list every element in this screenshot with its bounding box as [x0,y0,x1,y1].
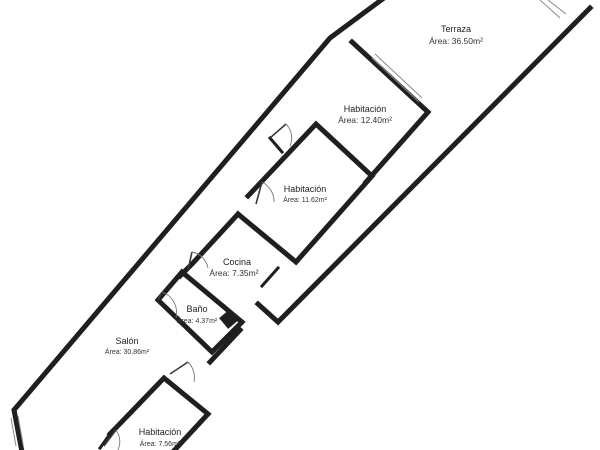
room-area: Área: 12.40m² [338,115,392,125]
room-area: Área: 7.56m² [140,439,181,448]
terraza-window [371,53,423,103]
habitacion-1-door-jamb [267,135,285,155]
room-label-bano: Baño Área: 4.37m² [177,304,218,325]
terraza-inner-wall [348,38,432,186]
room-label-salon: Salón Área: 30.86m² [105,336,150,356]
door-habitacion-2 [255,181,275,205]
doors [103,123,293,450]
room-area: Área: 30.86m² [105,347,150,356]
room-label-cocina: Cocina Área: 7.35m² [209,257,258,278]
room-name: Habitación [139,427,182,437]
bano-fixture [219,309,239,329]
room-label-habitacion-1: Habitación Área: 12.40m² [338,104,392,125]
door-habitacion-1 [269,123,293,147]
room-label-terraza: Terraza Área: 36.50m² [429,24,483,46]
bano-outline-wall [154,268,246,356]
room-name: Cocina [223,257,251,267]
south-east-exterior-wall [254,4,594,326]
exterior-walls [11,0,594,450]
window-terraza-top [539,0,567,19]
room-name: Terraza [441,24,471,34]
windows [10,0,567,447]
door-cocina [187,251,209,271]
habitacion-3-outline-wall [106,374,212,450]
room-area: Área: 7.35m² [209,268,258,278]
habitacion-3-side-wall [97,431,113,450]
habitacion-2-top-wall [234,120,376,266]
cocina-kitchen-divider [259,265,281,289]
room-area: Área: 36.50m² [429,36,483,46]
north-west-exterior-wall [11,0,386,450]
room-label-habitacion-2: Habitación Área: 11.62m² [283,184,328,204]
room-area: Área: 11.62m² [283,195,328,204]
room-name: Habitación [344,104,387,114]
terraza-partition [348,38,432,186]
window-salon-left [10,415,24,447]
bottom-right-wall [206,326,244,366]
door-salon-habitacion-3 [169,361,195,383]
room-area: Área: 4.37m² [177,316,218,325]
room-label-habitacion-3: Habitación Área: 7.56m² [139,427,182,448]
room-name: Habitación [284,184,327,194]
bano-walls [154,268,246,356]
room-name: Baño [186,304,207,314]
habitacion-3-walls [97,374,212,450]
door-bano [157,291,178,319]
room-name: Salón [115,336,138,346]
habitacion-2-walls [234,120,376,266]
door-habitacion-3 [103,429,121,450]
